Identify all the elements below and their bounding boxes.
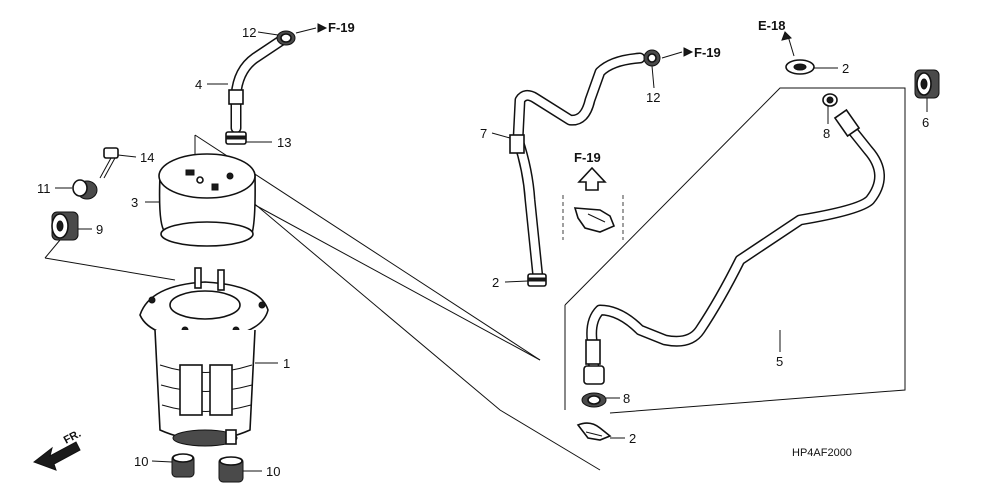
grommet-11 xyxy=(72,179,98,200)
hose-4 xyxy=(228,34,288,134)
callout-11: 11 xyxy=(37,181,51,196)
front-mark: FR. xyxy=(62,428,83,447)
callout-10: 10 xyxy=(134,454,148,469)
clamp-2-mid xyxy=(527,273,547,287)
leader-lines xyxy=(44,87,906,471)
fuel-pipe-5 xyxy=(583,108,885,385)
clamp-13 xyxy=(225,131,247,145)
reference-f19: F-19 xyxy=(574,150,601,165)
callout-12: 12 xyxy=(646,90,660,105)
diagram-code: HP4AF2000 xyxy=(792,447,852,459)
callout-5: 5 xyxy=(776,354,783,369)
callout-9: 9 xyxy=(96,222,103,237)
callouts: 12 4 13 14 11 3 9 1 10 10 7 2 12 2 8 6 5… xyxy=(37,25,929,479)
reference-f19: F-19 xyxy=(328,20,355,35)
reference-leaders xyxy=(295,23,694,59)
callout-7: 7 xyxy=(480,126,487,141)
fuel-pump-1 xyxy=(139,267,269,447)
pump-cover-3 xyxy=(158,153,256,247)
cushion-6 xyxy=(914,69,940,99)
references: F-19 F-19 F-19 E-18 xyxy=(328,18,785,165)
callout-10: 10 xyxy=(266,464,280,479)
reference-e18: E-18 xyxy=(758,18,785,33)
front-arrow-icon: FR. xyxy=(32,428,83,471)
clamp-12-mid xyxy=(643,49,661,67)
detail-f19 xyxy=(562,166,624,240)
callout-1: 1 xyxy=(283,356,290,371)
callout-14: 14 xyxy=(140,150,154,165)
clamp-8-top xyxy=(822,93,838,107)
hose-7 xyxy=(509,52,646,284)
clamp-2-top xyxy=(781,31,815,75)
callout-2: 2 xyxy=(629,431,636,446)
cushion-10-right xyxy=(218,456,244,483)
cushion-10-left xyxy=(171,453,195,478)
clamp-12-top xyxy=(276,30,296,46)
callout-3: 3 xyxy=(131,195,138,210)
callout-2: 2 xyxy=(842,61,849,76)
callout-8: 8 xyxy=(823,126,830,141)
clamp-8-bottom xyxy=(581,392,607,408)
reference-f19: F-19 xyxy=(694,45,721,60)
callout-6: 6 xyxy=(922,115,929,130)
bolt-14 xyxy=(99,147,119,179)
callout-8: 8 xyxy=(623,391,630,406)
callout-4: 4 xyxy=(195,77,202,92)
callout-12: 12 xyxy=(242,25,256,40)
callout-2: 2 xyxy=(492,275,499,290)
callout-leaders xyxy=(55,31,928,472)
clip-2-bottom xyxy=(576,422,612,441)
cushion-9 xyxy=(51,211,79,241)
callout-13: 13 xyxy=(277,135,291,150)
